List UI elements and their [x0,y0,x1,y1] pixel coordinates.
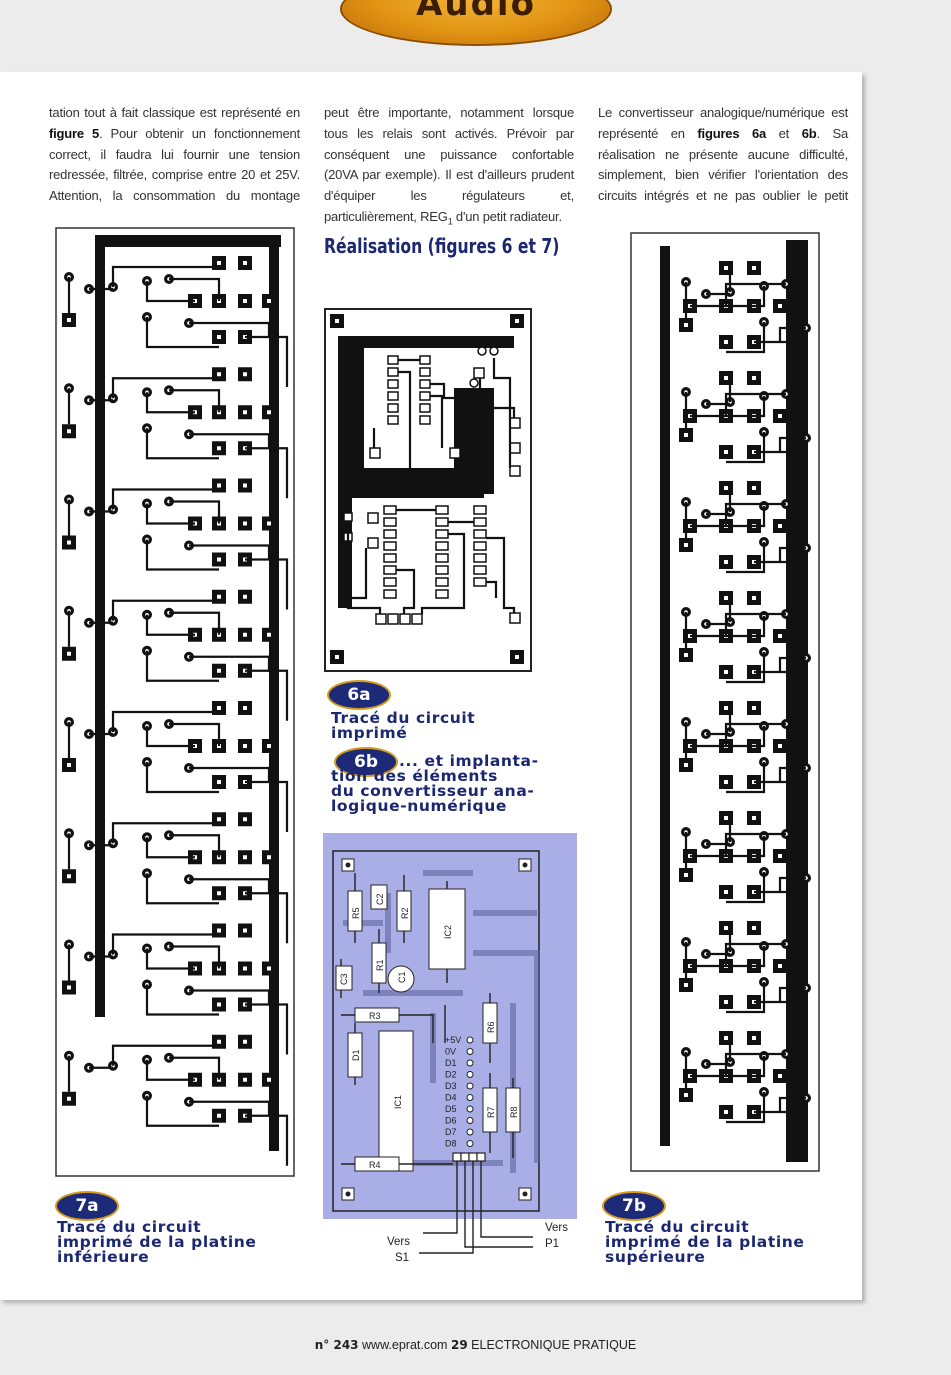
text-segment: tation tout à fait classique est représe… [49,105,300,120]
comp-label-r8: R8 [509,1106,519,1118]
text-column-right: Le convertisseur analogique/numérique es… [598,103,848,207]
text-segment: et [766,125,802,141]
pin-pad [466,1140,474,1147]
pin-pad [466,1048,474,1055]
pin-label: D6 [445,1116,457,1126]
pcb-7b-upper-board [630,232,820,1172]
caption-line: Tracé du circuit [331,709,476,727]
text-column-left: tation tout à fait classique est représe… [49,103,300,207]
pin-pad [466,1036,474,1044]
text-segment: 1 [447,216,453,227]
comp-label-r4: R4 [369,1160,381,1170]
pin-label: D1 [445,1058,457,1068]
figure-caption-7a: Tracé du circuit imprimé de la platine i… [57,1218,257,1266]
section-banner: Audio [340,0,612,46]
text-segment: peut être importante, notamment lorsque … [324,105,574,224]
caption-line: inférieure [57,1248,150,1266]
label-vers-s1-line2: S1 [395,1252,409,1264]
issue-number: n° 243 [314,1338,359,1352]
label-vers-p1-line2: P1 [545,1238,559,1250]
text-segment: figure 5 [49,125,100,141]
page-number: 29 [450,1338,468,1352]
caption-line: tion des éléments [331,767,498,785]
comp-label-c2: C2 [375,893,385,905]
caption-line: supérieure [605,1248,706,1266]
caption-line: imprimé [331,724,408,742]
comp-label-r1: R1 [375,959,385,971]
caption-line: logique-numérique [331,797,507,815]
pcb-6a-converter [324,308,532,672]
comp-label-d1: D1 [351,1049,361,1061]
pin-label: D5 [445,1104,457,1114]
comp-label-r5: R5 [351,907,361,919]
text-segment: . Sa réalisation ne présente aucune diff… [598,125,848,204]
pin-label: 0V [445,1047,456,1057]
page-footer: n° 243 www.eprat.com 29 ELECTRONIQUE PRA… [0,1338,951,1352]
banner-title: Audio [416,0,536,24]
caption-line: Tracé du circuit [57,1218,202,1236]
section-title: Réalisation (figures 6 et 7) [324,234,560,258]
comp-label-ic1: IC1 [393,1095,403,1109]
comp-label-r2: R2 [400,907,410,919]
caption-line: imprimé de la platine [605,1233,805,1251]
pin-label: D7 [445,1127,457,1137]
pin-label: D8 [445,1139,457,1149]
caption-line: imprimé de la platine [57,1233,257,1251]
text-segment: . Pour obtenir un fonctionnement correct… [49,125,300,204]
figure-badge-6b: 6b [334,747,398,777]
pin-pad [466,1128,474,1136]
comp-label-c1: C1 [397,971,407,983]
pin-label: D3 [445,1081,457,1091]
pin-pad [466,1059,474,1067]
pcb-7a-lower-board [55,227,295,1177]
text-segment: 6b [801,125,817,141]
label-vers-s1-line1: Vers [387,1236,410,1248]
figure-caption-6b: ... et implanta- tion des éléments du co… [331,752,581,815]
pcb-6b-component-layout: R5 C2 R2 IC2 R1 C1 C3 R3 R6 D1 IC1 R7 R8… [323,833,577,1264]
text-segment: Le convertisseur analogique/numérique es… [598,105,848,141]
figure-badge-6a: 6a [327,680,391,710]
pin-pad [466,1105,474,1113]
pin-pad [466,1117,474,1124]
pin-label: D4 [445,1093,457,1103]
website-link[interactable]: www.eprat.com [362,1338,448,1352]
comp-label-r3: R3 [369,1011,381,1021]
comp-label-r6: R6 [486,1021,496,1033]
caption-line: du convertisseur ana- [331,782,535,800]
caption-line: Tracé du circuit [605,1218,750,1236]
pin-label: +5V [445,1035,461,1045]
pin-pad [466,1082,474,1090]
pin-label: D2 [445,1070,457,1080]
comp-label-c3: C3 [339,973,349,985]
comp-label-r7: R7 [486,1106,496,1118]
pin-pad [466,1094,474,1101]
caption-line: ... et implanta- [399,752,539,770]
pin-pad [466,1071,474,1078]
comp-label-ic2: IC2 [443,925,453,939]
text-segment: d'un petit radiateur. [452,208,562,224]
text-segment: figures 6a [697,125,767,141]
label-vers-p1-line1: Vers [545,1222,568,1234]
figure-badge-7a: 7a [55,1191,119,1221]
magazine-name: ELECTRONIQUE PRATIQUE [471,1338,637,1352]
figure-caption-6a: Tracé du circuit imprimé [331,709,476,742]
figure-caption-7b: Tracé du circuit imprimé de la platine s… [605,1218,805,1266]
figure-badge-7b: 7b [602,1191,666,1221]
text-column-middle: peut être importante, notamment lorsque … [324,103,574,232]
